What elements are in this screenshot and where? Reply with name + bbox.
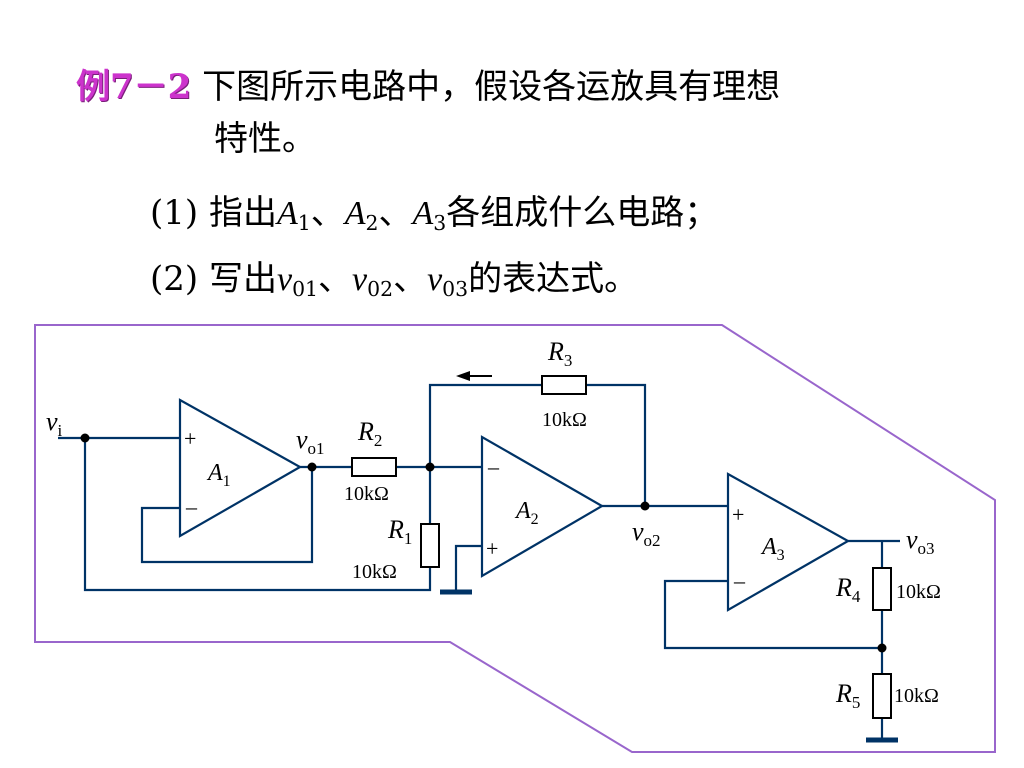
resistor-r4	[872, 567, 892, 611]
a2-plus-sign: +	[486, 536, 498, 561]
q1-a3: A	[412, 195, 434, 232]
circuit-wires	[58, 383, 900, 740]
q2-v3: v	[427, 261, 443, 298]
a1-plus-sign: +	[184, 426, 196, 451]
statement-line2: 特性。	[214, 119, 316, 159]
q2-prefix: (2) 写出	[150, 259, 277, 299]
problem-title: 例7－2 下图所示电路中，假设各运放具有理想	[76, 66, 780, 108]
q2-v1-sub: 01	[292, 277, 319, 302]
a3-minus-sign: –	[733, 568, 746, 593]
resistor-r4-value: 10kΩ	[896, 581, 941, 603]
junction-dots	[80, 433, 887, 653]
junction-vo1	[307, 462, 317, 472]
question-1: (1) 指出A1、A2、A3各组成什么电路；	[150, 192, 718, 244]
opamp-a1	[178, 398, 303, 538]
q2-v2: v	[352, 261, 368, 298]
resistor-r2-value: 10kΩ	[344, 483, 389, 505]
opamp-a1-label: A1	[206, 460, 231, 490]
a2-minus-sign: –	[487, 454, 500, 479]
wire-a3-feedback	[663, 579, 882, 650]
example-tag: 例7－2	[76, 67, 192, 107]
q2-v2-sub: 02	[367, 277, 394, 302]
junction-vi	[80, 433, 90, 443]
junction-vo2	[640, 501, 650, 511]
q1-a2-sub: 2	[365, 211, 379, 236]
q2-sep2: 、	[393, 259, 428, 299]
wire-r3-left	[428, 383, 542, 467]
q1-a1-sub: 1	[297, 211, 311, 236]
node-vo2-label: vo2	[632, 517, 661, 550]
q1-sep2: 、	[378, 193, 413, 233]
circuit-border	[34, 324, 996, 753]
opamp-a3-label: A3	[760, 534, 785, 564]
node-vo1-label: vo1	[296, 425, 325, 458]
wire-r3-right	[586, 383, 647, 506]
resistor-r3	[541, 375, 587, 395]
resistor-r3-value: 10kΩ	[542, 409, 587, 431]
wire-a1-feedback	[140, 467, 314, 564]
question-2: (2) 写出v01、v02、v03的表达式。	[150, 258, 638, 310]
a3-plus-sign: +	[732, 502, 744, 527]
wire-vi-loop	[83, 438, 432, 592]
opamp-a2-label: A2	[514, 498, 539, 528]
resistor-r3-name: R3	[547, 337, 572, 370]
node-vo3-label: vo3	[906, 525, 935, 558]
resistor-r5-value: 10kΩ	[894, 685, 939, 707]
input-vi-label: vi	[46, 407, 63, 440]
resistor-r5-name: R5	[835, 679, 860, 712]
q2-suffix: 的表达式。	[468, 259, 639, 299]
a1-minus-sign: –	[185, 494, 198, 519]
wire-a2-plus-ground	[454, 544, 482, 590]
resistor-r1	[420, 523, 440, 568]
q1-sep1: 、	[310, 193, 345, 233]
q1-suffix: 各组成什么电路；	[446, 193, 719, 233]
opamp-a2	[480, 435, 605, 578]
q1-prefix: (1) 指出	[150, 193, 277, 233]
resistor-r1-value: 10kΩ	[352, 561, 397, 583]
q2-sep1: 、	[318, 259, 353, 299]
q1-a2: A	[344, 195, 366, 232]
q2-v3-sub: 03	[442, 277, 469, 302]
junction-a2-minus	[425, 462, 435, 472]
q1-a1: A	[276, 195, 298, 232]
resistor-r2	[351, 457, 397, 477]
q2-v1: v	[276, 261, 293, 298]
resistor-r5	[872, 673, 892, 719]
resistor-r2-name: R2	[357, 417, 382, 450]
current-arrow	[456, 371, 492, 381]
statement-line1: 下图所示电路中，假设各运放具有理想	[202, 67, 781, 107]
resistor-r4-name: R4	[835, 573, 861, 606]
junction-r4-r5	[877, 643, 887, 653]
resistor-r1-name: R1	[387, 515, 412, 548]
opamp-a3	[726, 472, 851, 612]
q1-a3-sub: 3	[433, 211, 447, 236]
